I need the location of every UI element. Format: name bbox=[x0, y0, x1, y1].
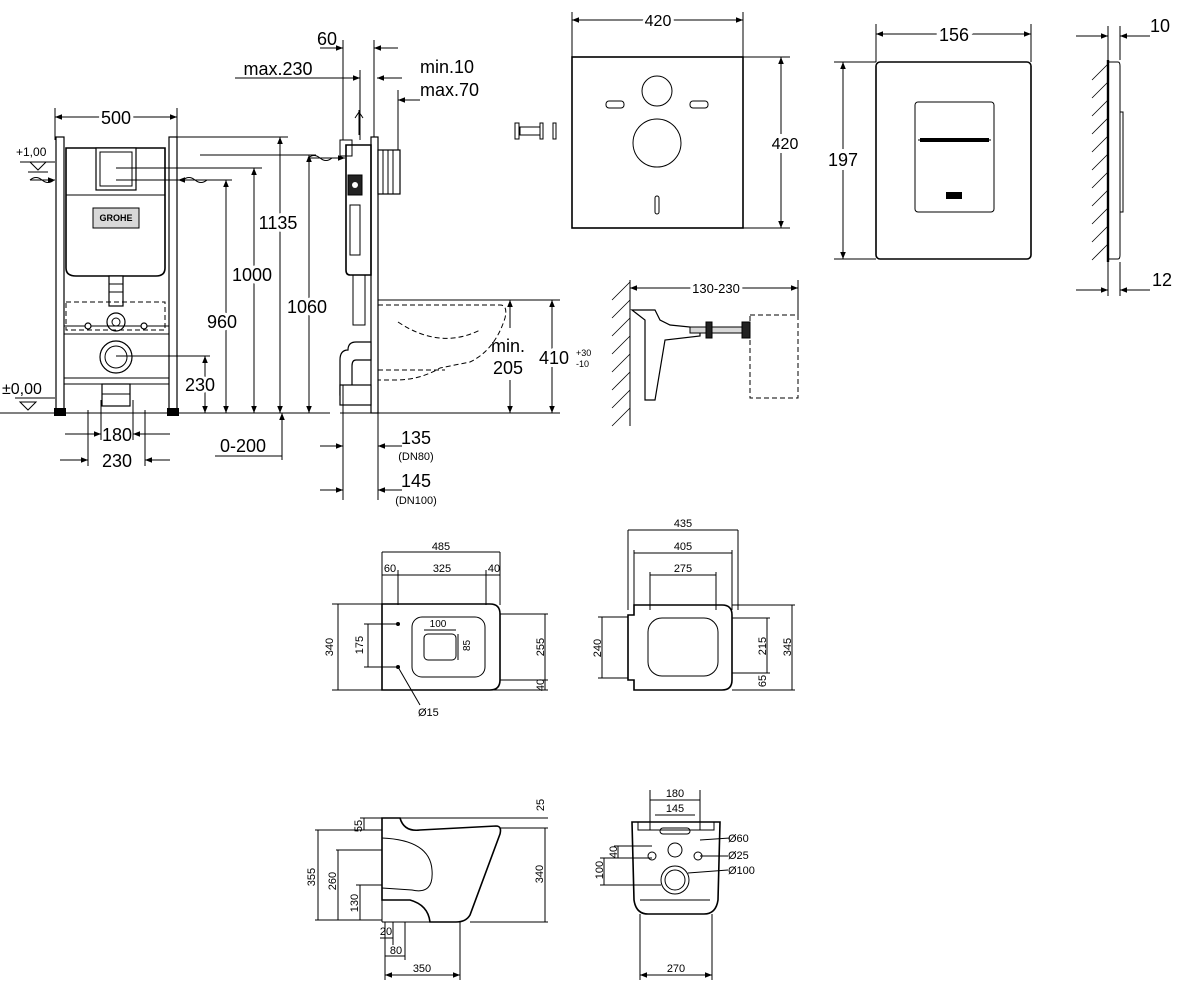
dim-180-width: 180 bbox=[102, 425, 132, 445]
dim-175: 175 bbox=[354, 636, 366, 654]
dim-410: 410 bbox=[539, 348, 569, 368]
dim-340-top: 340 bbox=[324, 638, 336, 656]
dim-405: 405 bbox=[674, 541, 692, 553]
dim-40-top: 40 bbox=[488, 563, 500, 575]
dim-215: 215 bbox=[757, 637, 769, 655]
dim-60: 60 bbox=[317, 29, 337, 49]
dim-80: 80 bbox=[390, 945, 402, 957]
dim-325: 325 bbox=[433, 563, 451, 575]
dim-dn100: (DN100) bbox=[395, 495, 437, 507]
dim-135: 135 bbox=[401, 428, 431, 448]
dim-max230: max.230 bbox=[243, 59, 312, 79]
plate-width-label: 156 bbox=[939, 25, 969, 45]
dim-0-200: 0-200 bbox=[220, 436, 266, 456]
dim-40-back: 40 bbox=[608, 846, 620, 858]
dim-1060: 1060 bbox=[287, 297, 327, 317]
plate-depth-label: 10 bbox=[1150, 16, 1170, 36]
dim-275: 275 bbox=[674, 563, 692, 575]
dia-60: Ø60 bbox=[728, 833, 749, 845]
dim-max70: max.70 bbox=[420, 80, 479, 100]
wall-bracket: 130-230 bbox=[611, 278, 799, 427]
dim-355: 355 bbox=[306, 868, 318, 886]
dim-65: 65 bbox=[757, 675, 769, 687]
dim-145: 145 bbox=[401, 471, 431, 491]
dim-100-back: 100 bbox=[594, 861, 606, 879]
frame-side-view: 60 max.230 min.10 max.70 bbox=[235, 29, 591, 507]
mat-width-label: 420 bbox=[645, 13, 672, 30]
dia-100: Ø100 bbox=[728, 865, 755, 877]
dim-180-back: 180 bbox=[666, 788, 684, 800]
dim-350: 350 bbox=[413, 963, 431, 975]
seat-top-view: 435 405 275 240 215 65 345 bbox=[592, 518, 795, 691]
bowl-back-view: 180 145 Ø60 Ø25 Ø100 40 100 270 bbox=[594, 788, 755, 980]
dim-20: 20 bbox=[380, 926, 392, 938]
dim-60-top: 60 bbox=[384, 563, 396, 575]
dia-15: Ø15 bbox=[418, 707, 439, 719]
dim-255: 255 bbox=[535, 638, 547, 656]
bowl-side-view: 25 55 355 260 130 340 20 80 350 bbox=[306, 799, 548, 980]
dim-100-inner: 100 bbox=[430, 619, 447, 630]
tolerance-minus: -10 bbox=[576, 359, 589, 369]
dim-205: 205 bbox=[493, 358, 523, 378]
dim-960: 960 bbox=[207, 312, 237, 332]
dim-min10: min.10 bbox=[420, 57, 474, 77]
dim-1000: 1000 bbox=[232, 265, 272, 285]
dim-230-height: 230 bbox=[185, 375, 215, 395]
frame-width-label: 500 bbox=[101, 108, 131, 128]
dim-435: 435 bbox=[674, 518, 692, 530]
dim-85-inner: 85 bbox=[462, 639, 473, 651]
dim-270: 270 bbox=[667, 963, 685, 975]
dim-340-side: 340 bbox=[534, 865, 546, 883]
dim-130: 130 bbox=[349, 894, 361, 912]
dim-25: 25 bbox=[535, 799, 547, 811]
level-zero-label: ±0,00 bbox=[2, 381, 42, 398]
bowl-top-view: 485 60 325 40 100 85 340 175 255 40 Ø15 bbox=[324, 541, 548, 719]
frame-front-view: 500 GROHE bbox=[0, 105, 330, 471]
dim-485: 485 bbox=[432, 541, 450, 553]
dim-55: 55 bbox=[353, 820, 365, 832]
dim-230-width: 230 bbox=[102, 451, 132, 471]
dim-345: 345 bbox=[782, 638, 794, 656]
dim-145-back: 145 bbox=[666, 803, 684, 815]
flush-plate-side: 10 12 bbox=[1076, 16, 1172, 296]
label-min: min. bbox=[491, 336, 525, 356]
insulation-mat: 420 420 bbox=[514, 10, 802, 229]
grohe-logo bbox=[92, 207, 140, 229]
dim-40-side: 40 bbox=[535, 679, 547, 691]
flush-plate-front: 156 197 bbox=[824, 21, 1032, 260]
brand-label: GROHE bbox=[99, 213, 132, 223]
mat-height-label: 420 bbox=[772, 136, 799, 153]
plate-depth2-label: 12 bbox=[1152, 270, 1172, 290]
level-top-label: +1,00 bbox=[16, 145, 47, 159]
dim-240: 240 bbox=[592, 639, 604, 657]
dim-1135: 1135 bbox=[259, 213, 298, 233]
dim-260: 260 bbox=[327, 872, 339, 890]
dia-25: Ø25 bbox=[728, 850, 749, 862]
tolerance-plus: +30 bbox=[576, 348, 591, 358]
plate-height-label: 197 bbox=[828, 150, 858, 170]
bracket-range-label: 130-230 bbox=[692, 281, 740, 296]
dim-dn80: (DN80) bbox=[398, 451, 433, 463]
